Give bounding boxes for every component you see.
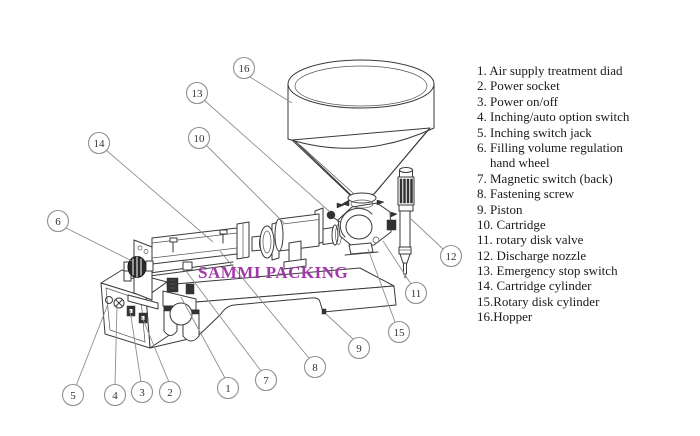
callout-2: 2 [158, 380, 182, 404]
power-socket [138, 312, 148, 324]
callout-9: 9 [347, 336, 371, 360]
air-supply-treatment-unit [162, 277, 200, 342]
callouts: 1 2 3 4 5 6 7 [46, 56, 463, 407]
parts-list-item: 6. Filling volume regulation [477, 139, 623, 155]
parts-list-item: 8. Fastening screw [477, 186, 575, 202]
rotary-disk-valve [326, 192, 398, 256]
callout-11: 11 [404, 281, 428, 305]
parts-list-item: 16.Hopper [477, 309, 533, 325]
connector-disc [251, 221, 280, 261]
svg-text:11: 11 [411, 288, 422, 300]
svg-text:3: 3 [139, 387, 145, 399]
inching-switch-jack [105, 296, 113, 304]
callout-6: 6 [46, 209, 70, 233]
parts-list-item: 15.Rotary disk cylinder [477, 293, 600, 309]
svg-text:8: 8 [312, 362, 318, 374]
svg-text:10: 10 [194, 133, 206, 145]
wing-nut [376, 199, 398, 218]
svg-text:15: 15 [394, 327, 406, 339]
parts-list-item: 7. Magnetic switch (back) [477, 170, 613, 186]
parts-list-item: 1. Air supply treatment diad [477, 63, 623, 78]
nozzle-tube [399, 210, 411, 248]
callout-3: 3 [130, 380, 154, 404]
parts-list-item: 14. Cartridge cylinder [477, 278, 592, 294]
regulator-knob [166, 277, 179, 293]
svg-text:1: 1 [225, 383, 231, 395]
callout-4: 4 [103, 383, 127, 407]
magnetic-switch [182, 261, 193, 271]
callout-10: 10 [187, 126, 211, 150]
nozzle-tip [399, 253, 411, 264]
parts-list-item: 3. Power on/off [477, 93, 559, 109]
emergency-stop-switch [326, 210, 336, 220]
parts-list-item: 11. rotary disk valve [477, 232, 584, 248]
wing-nut [336, 199, 350, 209]
piston-rod [322, 224, 342, 246]
rotary-disk-cylinder [344, 242, 379, 256]
callout-14: 14 [87, 131, 111, 155]
parts-list-item-wrap: hand wheel [490, 155, 550, 171]
callout-1: 1 [216, 376, 240, 400]
watermark: SAMMI PACKING [198, 263, 349, 282]
parts-list-item: 4. Inching/auto option switch [477, 109, 630, 125]
hand-wheel [123, 256, 154, 278]
svg-text:4: 4 [112, 390, 118, 402]
cartridge-assembly [274, 207, 342, 270]
filter-cap [169, 302, 193, 326]
svg-text:14: 14 [94, 138, 106, 150]
svg-text:12: 12 [446, 251, 457, 263]
leader-lines [65, 76, 444, 387]
fastening-screw [169, 229, 228, 253]
parts-list-item: 10. Cartridge [477, 216, 546, 232]
callout-13: 13 [185, 81, 209, 105]
parts-list-item: 12. Discharge nozzle [477, 247, 587, 263]
base-notch-mark [321, 308, 327, 315]
svg-text:5: 5 [70, 390, 76, 402]
svg-text:16: 16 [239, 63, 251, 75]
callout-8: 8 [303, 355, 327, 379]
parts-list-item: 5. Inching switch jack [477, 124, 592, 140]
callout-16: 16 [232, 56, 256, 80]
svg-text:6: 6 [55, 216, 61, 228]
callout-12: 12 [439, 244, 463, 268]
callout-15: 15 [387, 320, 411, 344]
filling-cylinder [123, 221, 250, 310]
svg-text:9: 9 [356, 343, 362, 355]
discharge-nozzle-assembly [397, 167, 415, 279]
svg-text:7: 7 [263, 375, 269, 387]
callout-7: 7 [254, 368, 278, 392]
parts-list-item: 9. Piston [477, 201, 523, 217]
small-knob [185, 283, 195, 295]
parts-list: 1. Air supply treatment diad 2. Power so… [477, 63, 692, 325]
hopper [287, 59, 435, 198]
parts-list-item: 2. Power socket [477, 78, 560, 94]
parts-list-item: 13. Emergency stop switch [477, 263, 618, 279]
callout-5: 5 [61, 383, 85, 407]
svg-text:13: 13 [192, 88, 204, 100]
svg-text:2: 2 [167, 387, 173, 399]
